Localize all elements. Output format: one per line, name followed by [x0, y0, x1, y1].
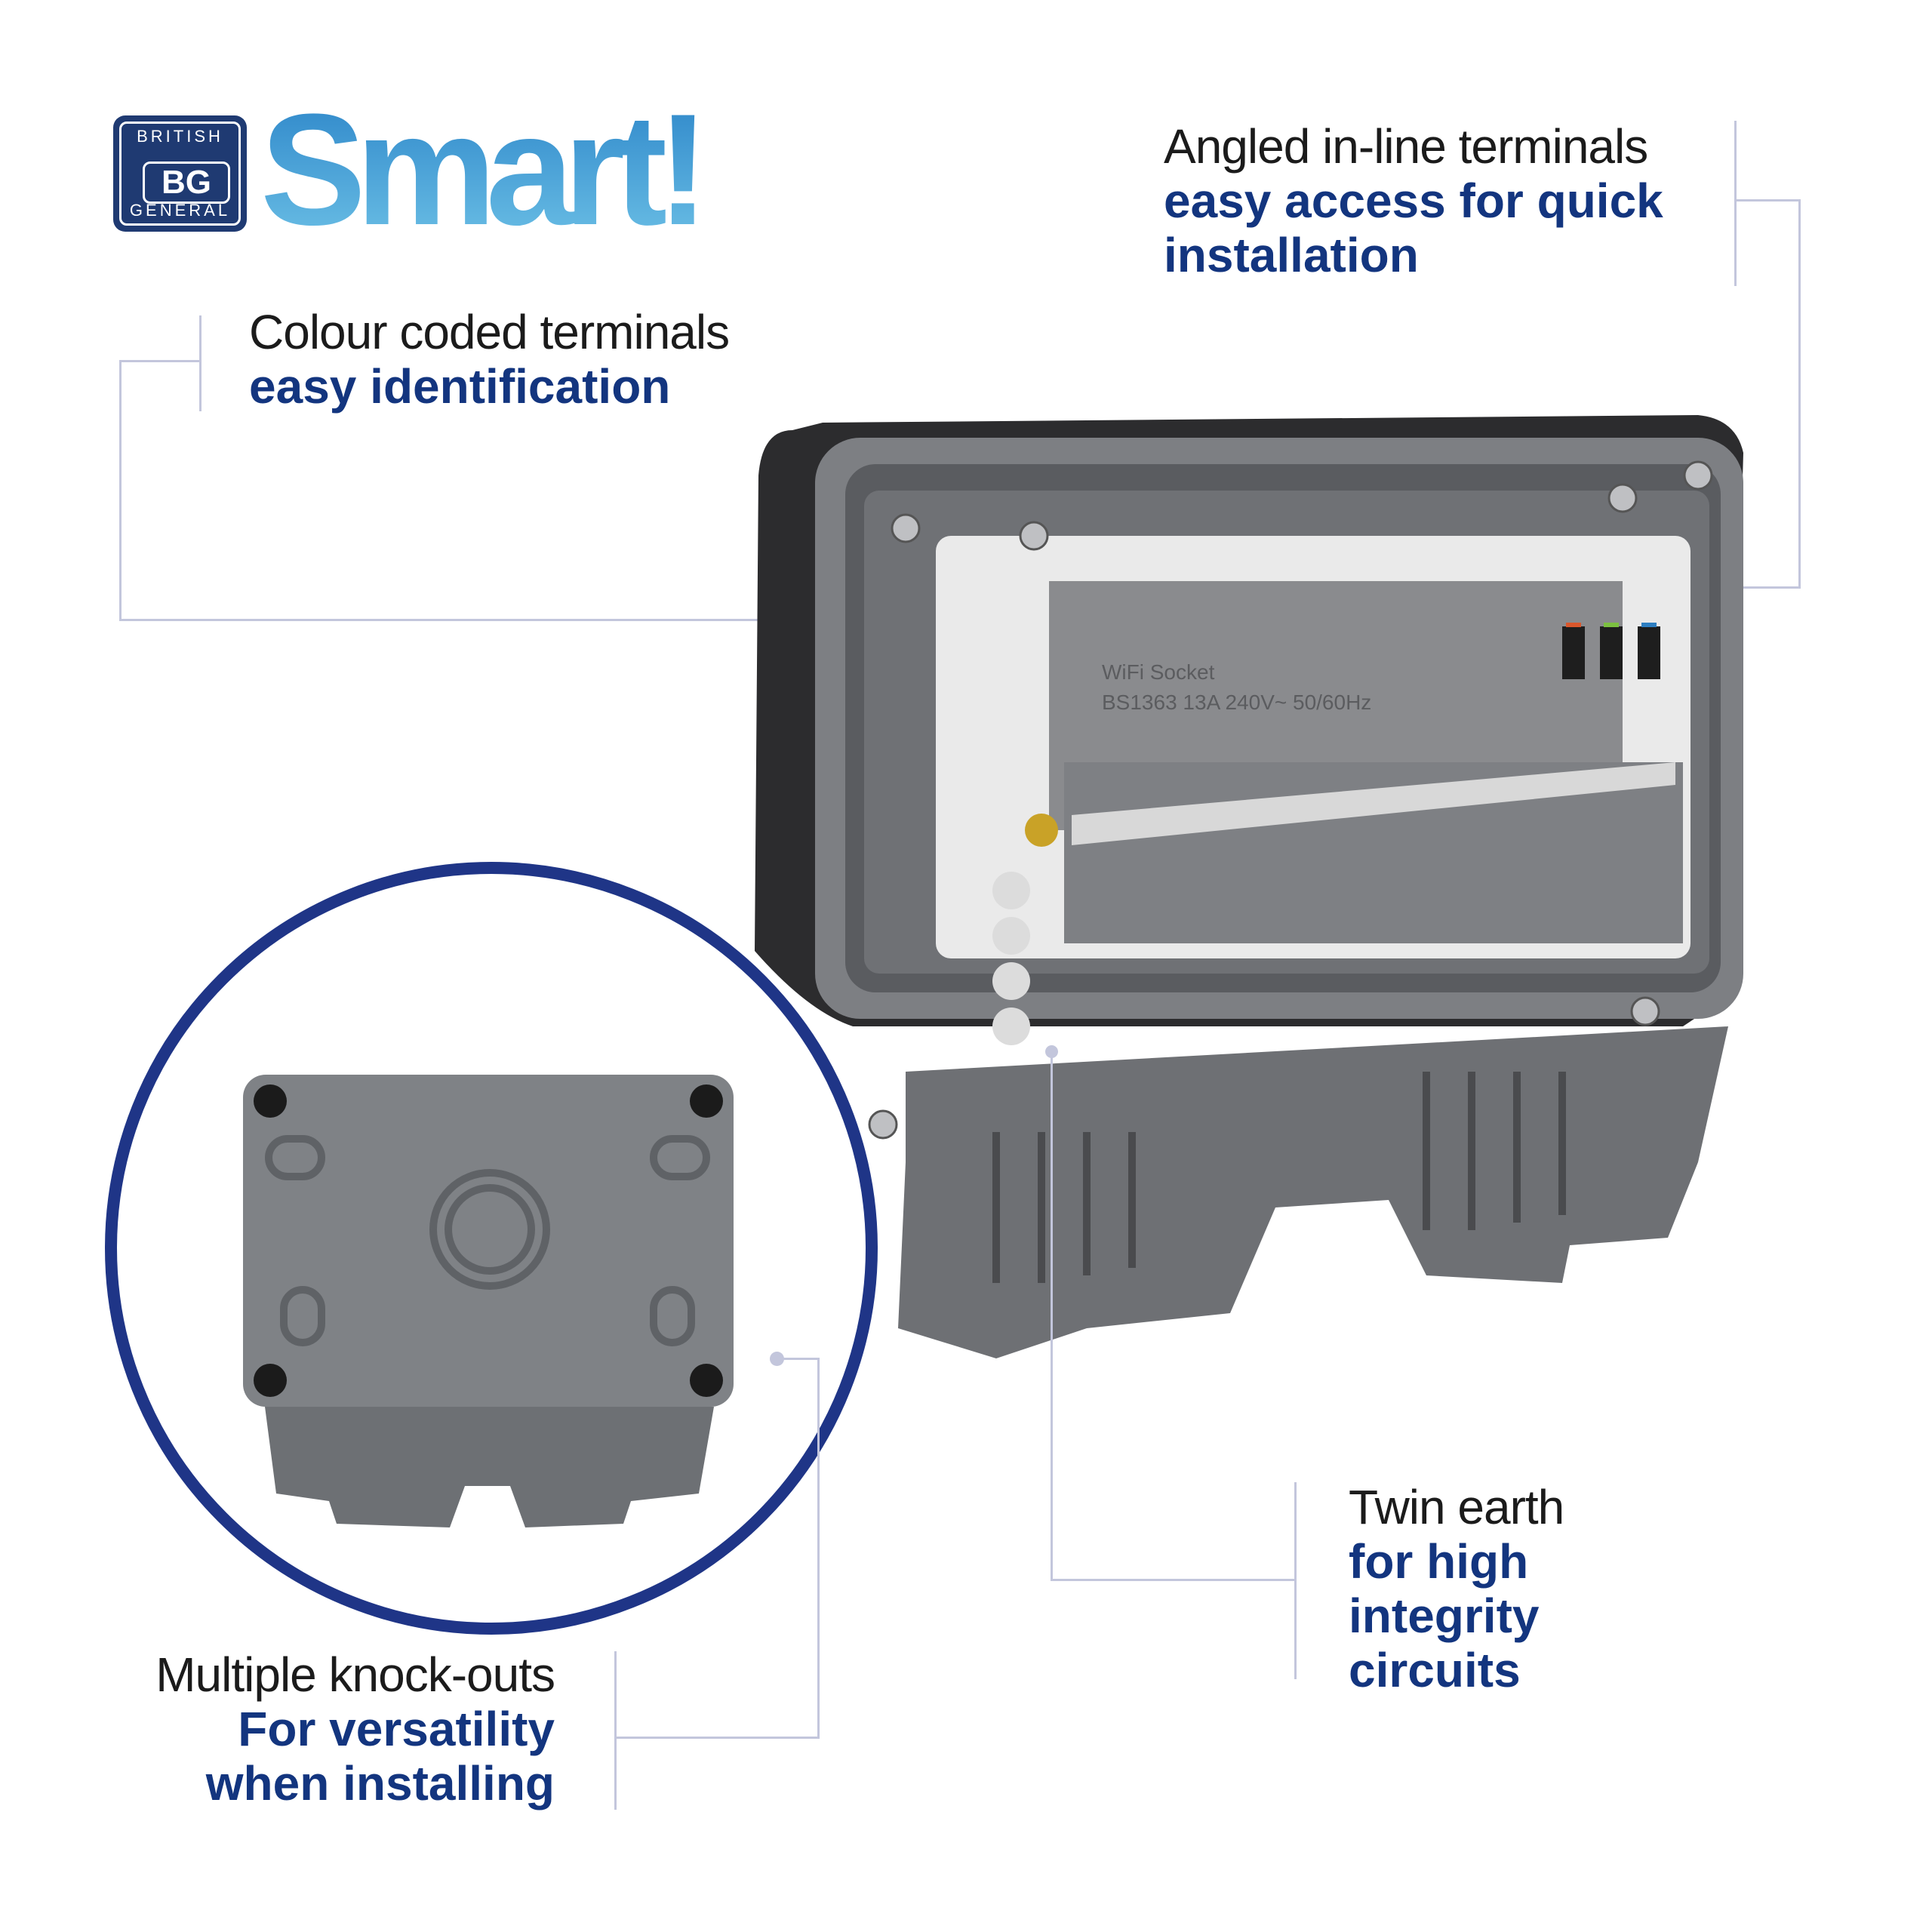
callout-line — [614, 1737, 820, 1739]
product-label-line1: WiFi Socket — [1102, 660, 1215, 684]
feature-twin-earth: Twin earth for high integrity circuits — [1349, 1480, 1564, 1697]
feature-title: Twin earth — [1349, 1480, 1564, 1534]
feature-desc: installation — [1164, 228, 1419, 282]
product-label-line2: BS1363 13A 240V~ 50/60Hz — [1102, 691, 1371, 714]
feature-title: Colour coded terminals — [249, 305, 730, 359]
callout-line — [1051, 1051, 1053, 1581]
logo-british: BRITISH — [137, 127, 223, 146]
callout-line — [777, 1358, 820, 1360]
feature-desc: easy identification — [249, 359, 671, 414]
callout-line — [817, 1358, 820, 1739]
socket-back-image: WiFi Socket BS1363 13A 240V~ 50/60Hz — [755, 415, 1743, 1358]
callout-line — [1734, 121, 1737, 286]
feature-title: Angled in-line terminals — [1164, 119, 1648, 174]
callout-line — [199, 315, 202, 411]
callout-line — [1051, 1579, 1297, 1581]
callout-line — [1294, 1482, 1297, 1679]
callout-line — [1734, 199, 1801, 202]
feature-desc: For versatility — [238, 1702, 555, 1756]
feature-desc: easy access for quick — [1164, 174, 1663, 228]
knockout-inset-image — [105, 862, 878, 1635]
callout-line — [119, 619, 987, 621]
callout-line — [119, 360, 122, 621]
smart-logo-text: Smart! — [260, 81, 709, 258]
callout-line — [614, 1651, 617, 1810]
logo-bg: BG — [143, 162, 230, 204]
feature-desc: when installing — [205, 1756, 555, 1810]
logo-general: GENERAL — [129, 201, 231, 220]
callout-line — [119, 360, 202, 362]
feature-desc: for high — [1349, 1534, 1529, 1589]
feature-knock-outs: Multiple knock-outs For versatility when… — [155, 1647, 555, 1810]
wire-terminals — [1562, 623, 1660, 679]
feature-angled-terminals: Angled in-line terminals easy access for… — [1164, 119, 1663, 282]
callout-dot — [770, 1352, 784, 1366]
feature-desc: circuits — [1349, 1643, 1521, 1697]
callout-line — [1798, 199, 1801, 589]
feature-title: Multiple knock-outs — [155, 1647, 555, 1702]
callout-dot — [1045, 1045, 1058, 1058]
bg-logo: BRITISH BG GENERAL — [113, 115, 247, 232]
feature-desc: integrity — [1349, 1589, 1540, 1643]
feature-colour-coded: Colour coded terminals easy identificati… — [249, 305, 730, 414]
